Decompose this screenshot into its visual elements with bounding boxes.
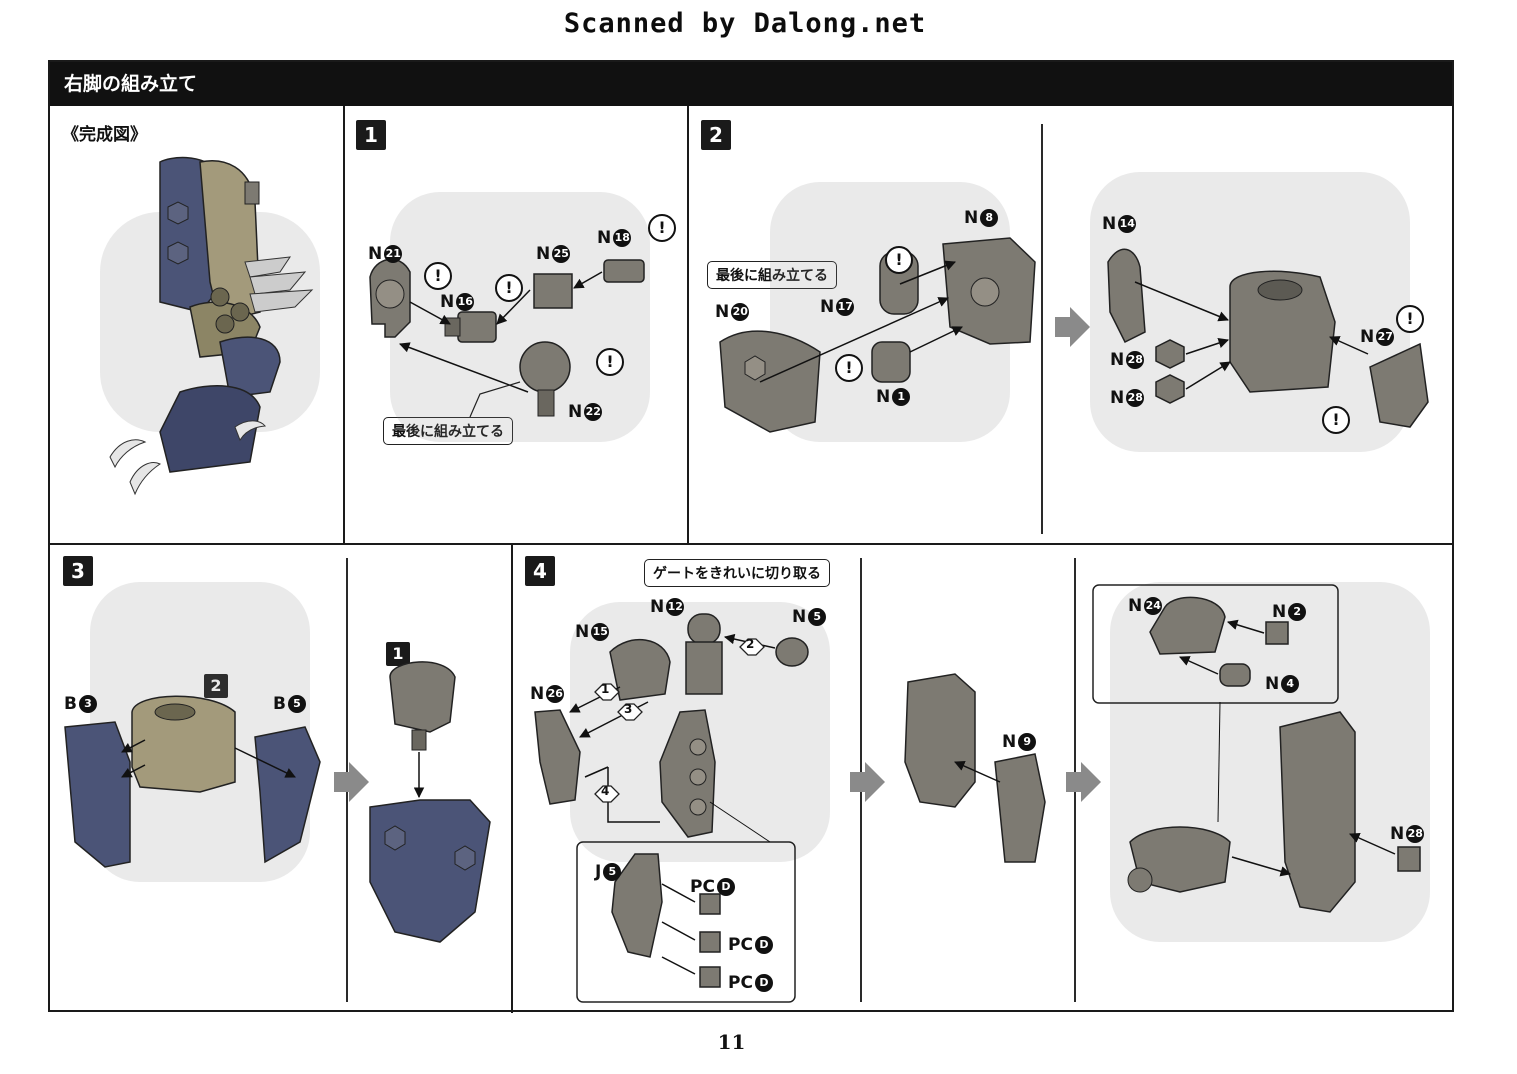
step1-parts (369, 258, 645, 418)
page-number: 11 (717, 1030, 746, 1054)
watermark: Scanned by Dalong.net (563, 8, 927, 39)
subdivider-1 (1041, 124, 1043, 534)
divider-v-3 (511, 543, 513, 1013)
callout-assemble-last-1: 最後に組み立てる (383, 417, 513, 445)
warning-icon: ! (1322, 406, 1350, 434)
completed-leg-figure (109, 156, 314, 496)
warning-icon: ! (424, 262, 452, 290)
step-badge-3: 3 (63, 556, 93, 586)
order-marker-3: 3 (624, 702, 633, 716)
divider-h-1 (50, 543, 1452, 545)
order-marker-4: 4 (601, 784, 610, 798)
step3-parts (64, 661, 491, 943)
warning-icon: ! (835, 354, 863, 382)
step4-parts (534, 584, 1421, 1003)
instruction-sheet: 右脚の組み立て 《完成図》 1 2 3 4 2 1 最後に組み立てる 最後に組み… (48, 60, 1454, 1013)
assembly-artwork (64, 156, 1430, 1003)
warning-icon: ! (885, 246, 913, 274)
completed-label: 《完成図》 (62, 125, 147, 145)
ref-badge-1: 1 (386, 642, 410, 666)
order-markers (594, 638, 765, 803)
callout-assemble-last-2: 最後に組み立てる (707, 261, 837, 289)
step-badge-4: 4 (525, 556, 555, 586)
order-marker-2: 2 (746, 637, 755, 651)
warning-icon: ! (648, 214, 676, 242)
step-badge-1: 1 (356, 120, 386, 150)
callout-cut-gate: ゲートをきれいに切り取る (644, 559, 830, 587)
warning-icon: ! (1396, 305, 1424, 333)
warning-icon: ! (495, 274, 523, 302)
step-badge-2: 2 (701, 120, 731, 150)
warning-icon: ! (596, 348, 624, 376)
section-title: 右脚の組み立て (50, 62, 1452, 106)
divider-v-1 (343, 106, 345, 544)
ref-badge-2: 2 (204, 674, 228, 698)
divider-v-2 (687, 106, 689, 544)
order-marker-1: 1 (601, 682, 610, 696)
